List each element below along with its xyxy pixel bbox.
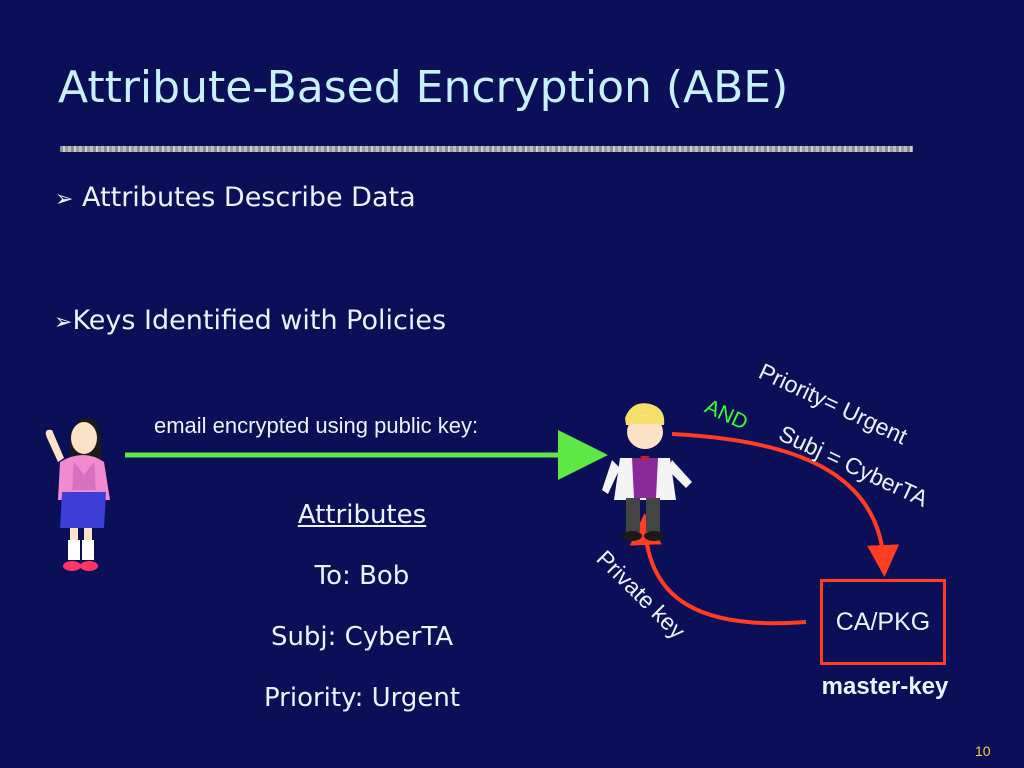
arrow-bullet-icon: ➢ [55,187,74,212]
bullet-text: Keys Identified with Policies [72,305,447,336]
bullet-attributes: ➢ Attributes Describe Data [55,182,416,213]
attributes-heading: Attributes [297,500,427,530]
alice-figure-icon [45,418,110,571]
attribute-subject: Subj: CyberTA [270,622,454,652]
bob-figure-icon [602,403,692,541]
attribute-priority: Priority: Urgent [263,683,461,713]
ca-pkg-box: CA/PKG [820,579,946,665]
title-divider [60,146,913,152]
ca-pkg-label: CA/PKG [835,607,931,636]
master-key-label: master-key [821,673,949,700]
policy-arrow [671,432,900,577]
private-key-arrow [629,513,807,626]
email-arrow-label: email encrypted using public key: [154,413,479,438]
slide-number: 10 [975,743,991,759]
slide-title: Attribute-Based Encryption (ABE) [58,62,789,113]
bullet-text: Attributes Describe Data [82,182,416,213]
attribute-to: To: Bob [314,561,410,591]
bullet-keys: ➢Keys Identified with Policies [54,305,446,336]
arrow-bullet-icon: ➢ [54,310,73,335]
